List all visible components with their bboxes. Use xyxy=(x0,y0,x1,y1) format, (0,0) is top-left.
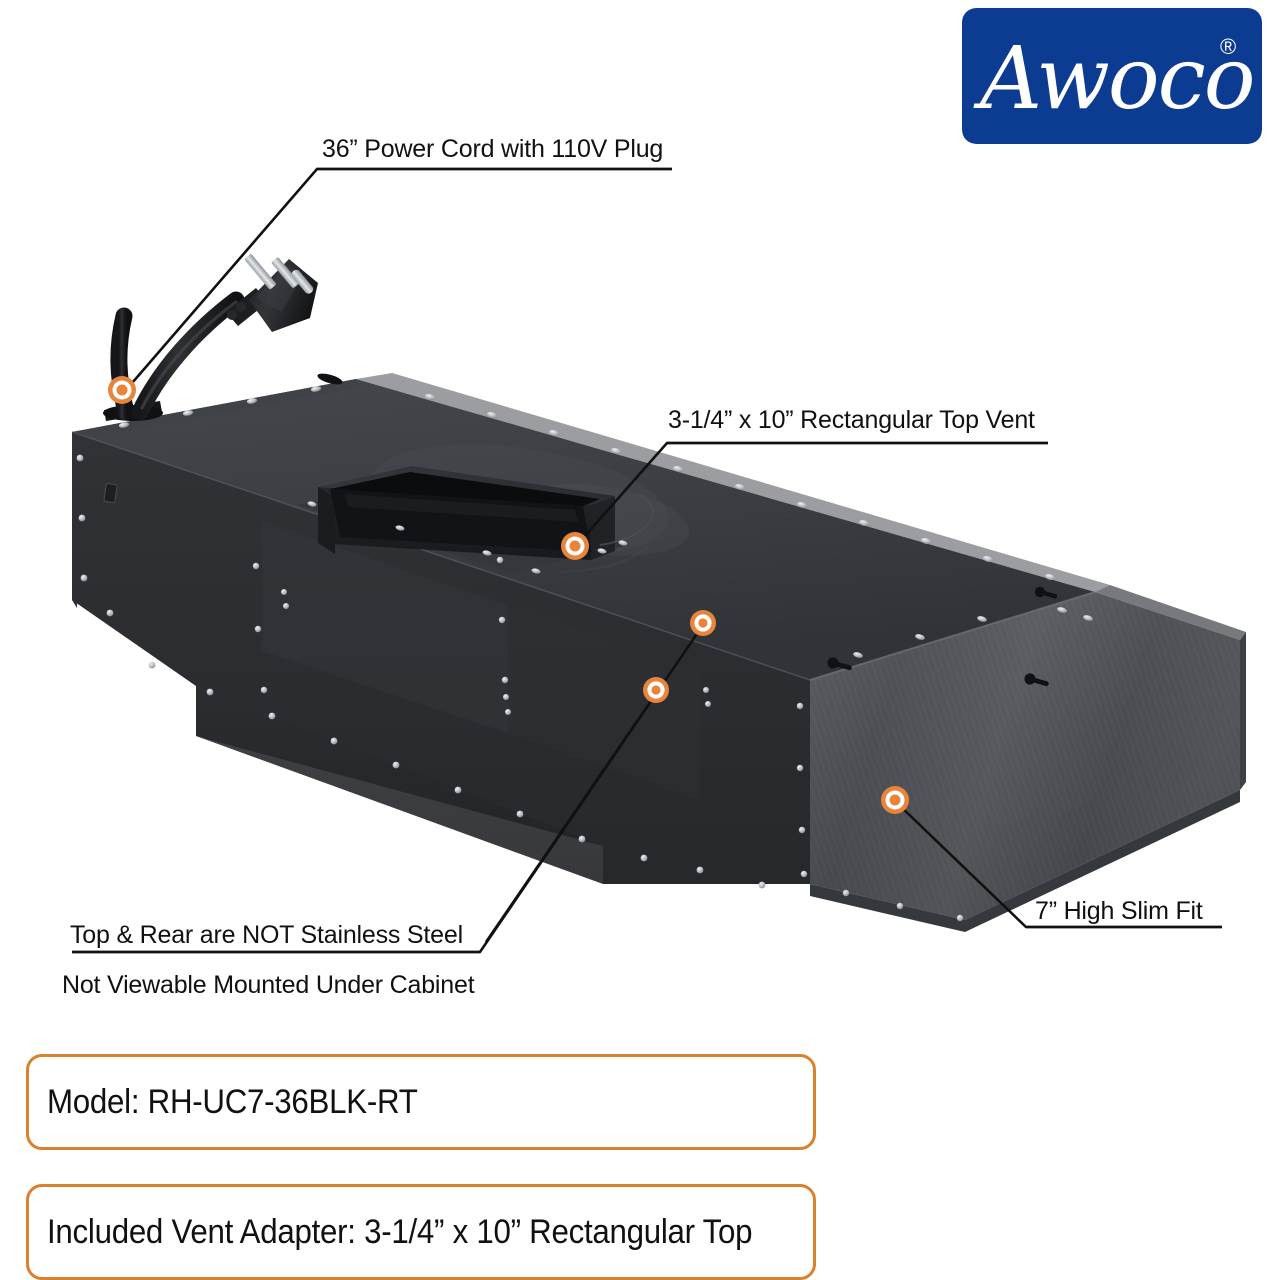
plug-prongs xyxy=(244,254,314,294)
callout-marker-power-cord[interactable] xyxy=(108,376,136,404)
range-hood-body xyxy=(71,254,1246,932)
round-duct-outline-2 xyxy=(559,517,654,573)
leader-power-cord xyxy=(125,167,672,391)
hood-top-front-crease xyxy=(809,591,1096,681)
cord-ridge-1 xyxy=(227,310,237,320)
callout-label-not-stainless: Top & Rear are NOT Stainless Steel xyxy=(70,921,463,949)
callout-marker-slim-fit[interactable] xyxy=(881,786,909,814)
round-duct-outline xyxy=(599,494,654,546)
callout-marker-rear-top[interactable] xyxy=(690,610,716,636)
screws xyxy=(76,386,1093,922)
rectangular-top-vent-adapter xyxy=(297,466,630,573)
vent-left-wall xyxy=(318,487,335,554)
model-text: Model: RH-UC7-36BLK-RT xyxy=(47,1082,418,1121)
callout-marker-rear-panel[interactable] xyxy=(643,677,669,703)
cord-ridge-2 xyxy=(236,302,246,312)
callout-label-power-cord: 36” Power Cord with 110V Plug xyxy=(322,135,664,163)
callout-label-not-viewable: Not Viewable Mounted Under Cabinet xyxy=(62,971,475,999)
logo-wordmark: Awoco xyxy=(973,29,1254,129)
hood-top-panel-right xyxy=(356,373,1110,592)
hood-rear-skirt xyxy=(196,686,603,884)
hood-rear-top-crease xyxy=(71,431,811,681)
model-info-box: Model: RH-UC7-36BLK-RT xyxy=(26,1054,816,1150)
hood-top-rear-rim xyxy=(72,379,360,440)
vent-opening xyxy=(330,472,600,506)
vent-adapter-text: Included Vent Adapter: 3-1/4” x 10” Rect… xyxy=(47,1212,753,1251)
vent-adapter-info-box: Included Vent Adapter: 3-1/4” x 10” Rect… xyxy=(26,1184,816,1280)
vent-inner-shadow xyxy=(345,494,578,522)
callout-label-slim-fit: 7” High Slim Fit xyxy=(1035,897,1203,925)
hood-front-bottom-bevel xyxy=(810,790,1240,932)
hood-right-end-face xyxy=(1240,632,1246,790)
callout-markers xyxy=(108,376,909,814)
rear-access-panel xyxy=(262,522,508,733)
logo-background xyxy=(962,8,1262,144)
callout-label-top-vent: 3-1/4” x 10” Rectangular Top Vent xyxy=(668,406,1035,434)
leader-not-stainless-b xyxy=(484,691,659,943)
hood-front-sheen xyxy=(810,592,1240,920)
rear-access-panel-2 xyxy=(508,605,700,800)
keyhole-slots xyxy=(317,373,1058,687)
hood-right-chamfer xyxy=(1095,585,1246,640)
rear-knockout-marking xyxy=(103,483,118,503)
callout-marker-top-vent[interactable] xyxy=(561,532,589,560)
awoco-logo-svg: Awoco ® xyxy=(962,8,1262,144)
power-cord-cable-highlight xyxy=(140,300,238,410)
awoco-logo: Awoco ® xyxy=(962,8,1262,144)
logo-trademark-symbol: ® xyxy=(1220,34,1236,59)
label-underlines xyxy=(72,167,1222,954)
